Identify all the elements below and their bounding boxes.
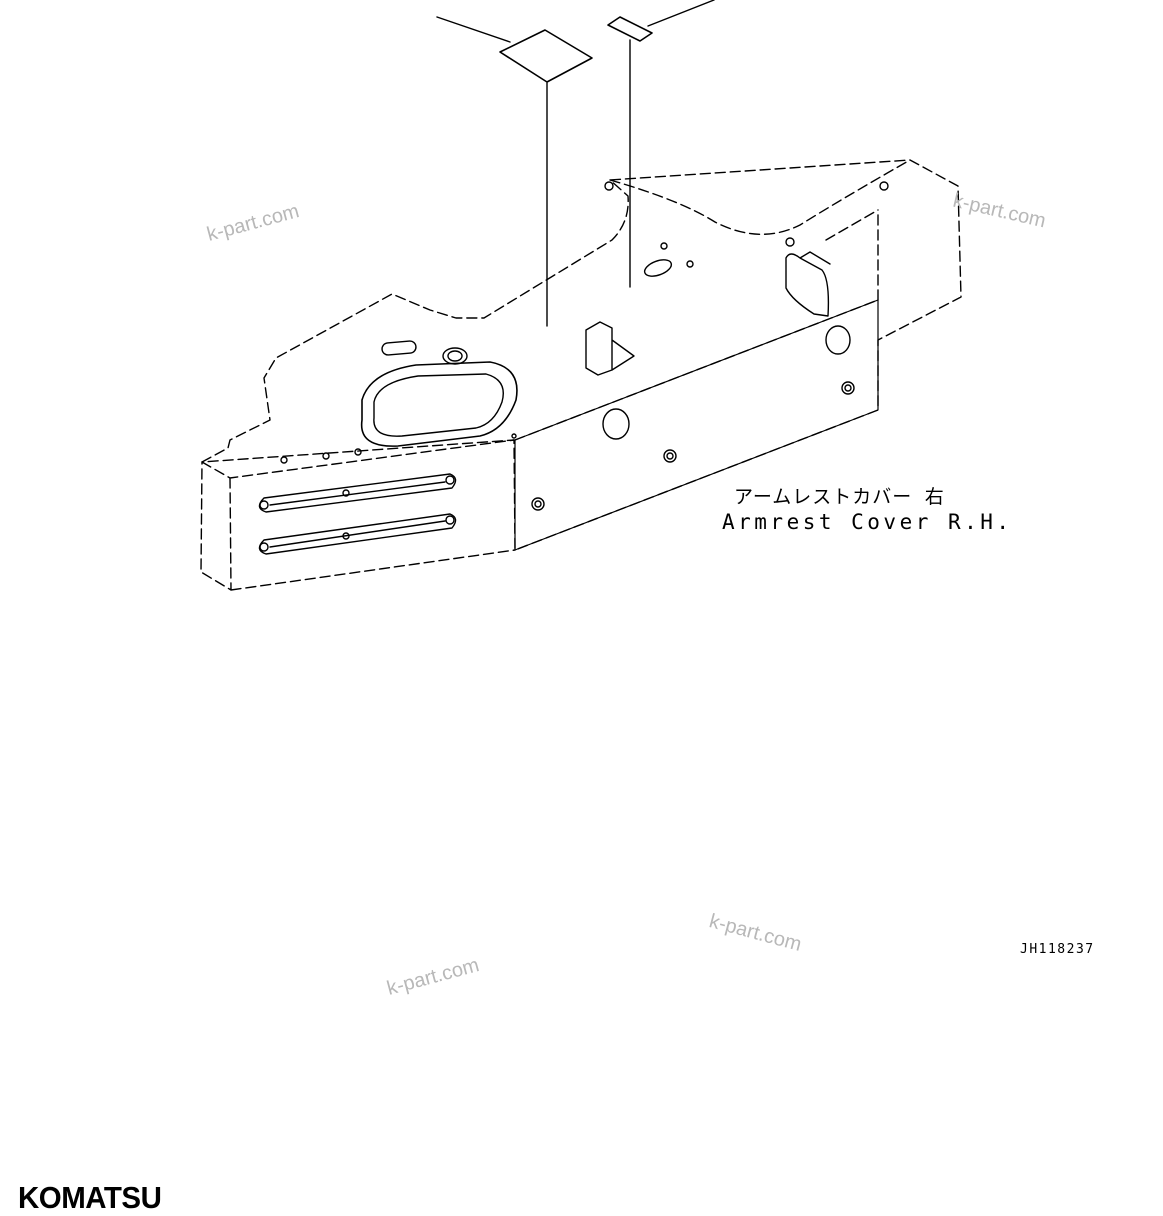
side-hole-small <box>534 500 542 508</box>
slot-fastener <box>259 500 269 510</box>
slot-top-left <box>381 340 417 356</box>
top-outline <box>201 159 962 551</box>
armrest-cover-body <box>200 159 962 591</box>
hole <box>511 433 517 439</box>
side-hole-large <box>825 325 851 355</box>
side-hole-small <box>663 449 677 463</box>
slot-fastener <box>445 515 455 525</box>
slot-fastener <box>259 542 269 552</box>
hole <box>354 448 362 456</box>
side-hole-small <box>666 452 674 460</box>
rear-curve <box>514 159 911 441</box>
grip-opening-outer[interactable] <box>360 361 518 447</box>
slot-fastener <box>342 489 350 497</box>
bracket-tab-center <box>585 321 635 376</box>
slot-fastener <box>445 475 455 485</box>
hole <box>322 452 330 460</box>
hole <box>604 181 614 191</box>
label-decal-large <box>499 29 593 83</box>
drawing-id: JH118237 <box>1020 942 1095 957</box>
part-label-english: Armrest Cover R.H. <box>722 510 1013 534</box>
slot-fastener <box>342 532 350 540</box>
front-face-outline <box>200 439 516 591</box>
side-hole-small <box>841 381 855 395</box>
side-hole-large <box>602 408 630 440</box>
side-face[interactable] <box>514 299 879 551</box>
hole <box>280 456 288 464</box>
part-label-japanese: アームレストカバー 右 <box>734 486 945 508</box>
slot-top-right <box>643 259 673 277</box>
hole <box>660 242 668 250</box>
side-hole-small <box>531 497 545 511</box>
hole <box>785 237 795 247</box>
round-boss <box>442 347 468 365</box>
label-decal-small <box>607 16 653 42</box>
side-hole-small <box>844 384 852 392</box>
bracket-tab-rear <box>785 251 831 317</box>
round-boss-inner <box>447 350 463 362</box>
grip-opening-inner <box>373 373 504 437</box>
hole <box>686 260 694 268</box>
leader-lines <box>436 0 715 327</box>
komatsu-logo: KOMATSU <box>18 1180 162 1215</box>
hole <box>879 181 889 191</box>
